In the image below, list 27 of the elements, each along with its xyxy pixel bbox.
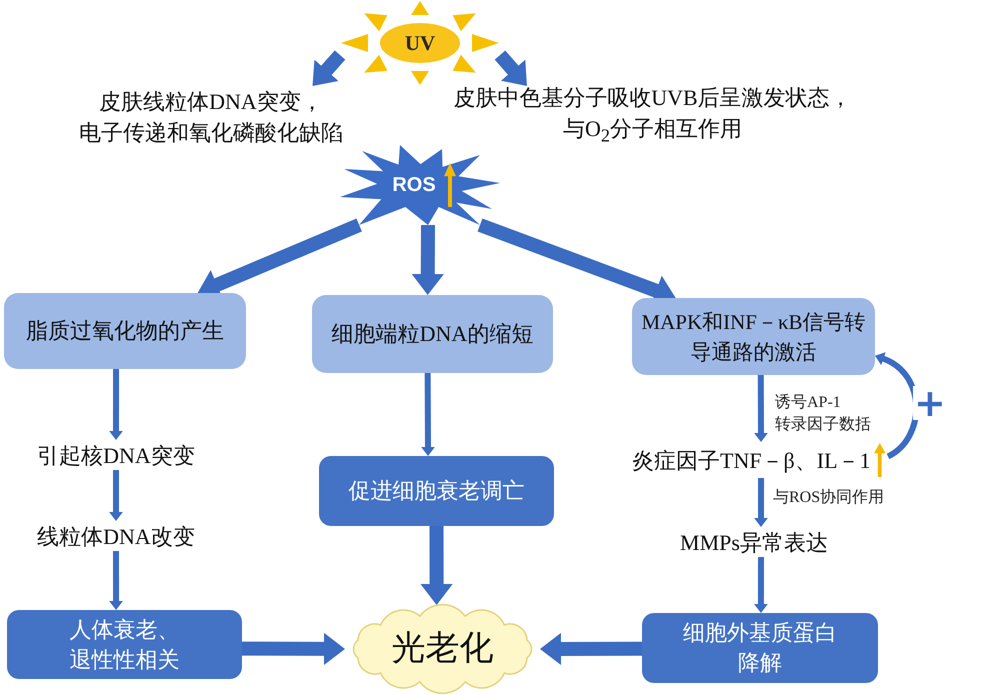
flow-text: 线粒体DNA改变 bbox=[35, 521, 197, 551]
arrow bbox=[754, 478, 768, 527]
arrow bbox=[494, 50, 527, 86]
arrow bbox=[242, 632, 345, 666]
arrow bbox=[754, 557, 768, 613]
process-box: MAPK和INF－κB信号转导通路的激活 bbox=[632, 298, 875, 375]
arrow bbox=[312, 50, 346, 86]
arrow bbox=[412, 224, 444, 295]
arrow bbox=[109, 369, 123, 440]
arrow bbox=[754, 374, 768, 442]
flow-text: 炎症因子TNF－β、IL－1 bbox=[632, 446, 871, 475]
starburst-shape: ROS bbox=[340, 145, 500, 225]
flow-text: 皮肤线粒体DNA突变，电子传递和氧化磷酸化缺陷 bbox=[70, 86, 352, 148]
arrow bbox=[540, 632, 642, 666]
process-box: 细胞端粒DNA的缩短 bbox=[312, 295, 553, 373]
arrow bbox=[421, 373, 435, 456]
process-box: 人体衰老、退性性相关 bbox=[7, 610, 242, 679]
curved-arrow bbox=[875, 352, 920, 459]
flow-text: MMPs异常表达 bbox=[678, 527, 830, 557]
arrow bbox=[109, 551, 123, 610]
arrow bbox=[420, 526, 453, 605]
arrow bbox=[109, 470, 123, 521]
flow-text: 引起核DNA突变 bbox=[35, 440, 197, 470]
flow-text: 皮肤中色基分子吸收UVB后呈激发状态，与O$_{2}$分子相互作用 bbox=[450, 86, 855, 148]
process-box: 脂质过氧化物的产生 bbox=[4, 293, 246, 369]
process-box: 细胞外基质蛋白降解 bbox=[642, 613, 878, 683]
process-box: 促进细胞衰老调亡 bbox=[319, 456, 554, 526]
